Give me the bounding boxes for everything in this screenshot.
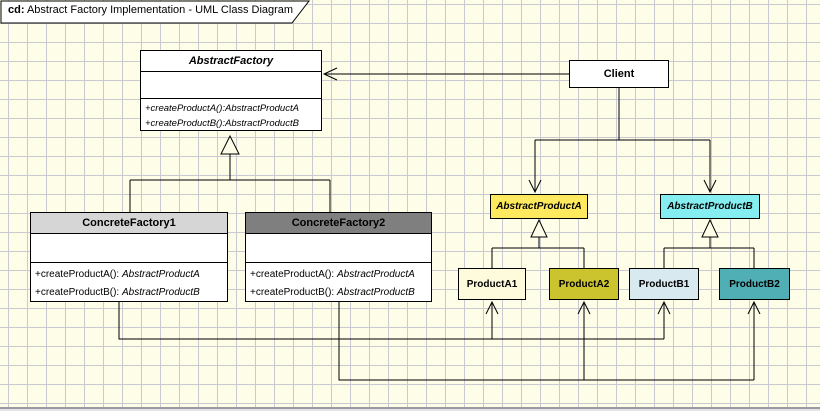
class-abstract-product-a[interactable]: AbstractProductA bbox=[490, 194, 588, 219]
frame-label: cd: Abstract Factory Implementation - UM… bbox=[8, 4, 304, 16]
frame-tab bbox=[0, 0, 311, 24]
attributes-compartment bbox=[31, 233, 227, 262]
diagram-bottom-edge bbox=[0, 407, 820, 411]
frame-title: Abstract Factory Implementation - UML Cl… bbox=[24, 4, 294, 16]
method-create-product-a: +createProductA(): AbstractProductA bbox=[35, 269, 200, 280]
class-title: ProductA1 bbox=[466, 278, 518, 290]
class-title: ProductB1 bbox=[638, 278, 690, 290]
class-abstract-factory[interactable]: AbstractFactory +createProductA():Abstra… bbox=[140, 50, 322, 131]
methods-compartment: +createProductA():AbstractProductA +crea… bbox=[141, 98, 321, 130]
class-title: AbstractProductA bbox=[496, 201, 582, 212]
generalization-products-a[interactable] bbox=[491, 218, 585, 268]
class-title: Client bbox=[603, 68, 635, 80]
class-product-a1[interactable]: ProductA1 bbox=[458, 268, 526, 300]
methods-compartment: +createProductA(): AbstractProductA +cre… bbox=[31, 262, 227, 301]
method-create-product-a: +createProductA(): AbstractProductA bbox=[250, 269, 415, 280]
method-create-product-b: +createProductB(): AbstractProductB bbox=[35, 287, 200, 298]
class-title: ConcreteFactory2 bbox=[246, 213, 431, 233]
class-title: ProductA2 bbox=[558, 278, 610, 290]
attributes-compartment bbox=[246, 233, 431, 262]
dependency-factory1-products[interactable] bbox=[118, 300, 671, 340]
method-create-product-b: +createProductB():AbstractProductB bbox=[145, 118, 299, 129]
class-concrete-factory2[interactable]: ConcreteFactory2 +createProductA(): Abst… bbox=[245, 212, 432, 302]
class-title: AbstractProductB bbox=[667, 201, 753, 212]
association-client-abstractfactory[interactable] bbox=[322, 67, 569, 81]
generalization-products-b[interactable] bbox=[663, 218, 755, 268]
class-title: ProductB2 bbox=[729, 278, 780, 290]
frame-keyword: cd: bbox=[8, 4, 25, 16]
class-product-b1[interactable]: ProductB1 bbox=[629, 268, 699, 300]
class-abstract-product-b[interactable]: AbstractProductB bbox=[660, 194, 760, 219]
class-product-b2[interactable]: ProductB2 bbox=[719, 268, 790, 300]
class-client[interactable]: Client bbox=[569, 60, 669, 88]
dependency-factory2-products[interactable] bbox=[338, 300, 761, 381]
association-client-abstractproducts[interactable] bbox=[528, 88, 717, 194]
method-create-product-b: +createProductB(): AbstractProductB bbox=[250, 287, 415, 298]
methods-compartment: +createProductA(): AbstractProductA +cre… bbox=[246, 262, 431, 301]
class-concrete-factory1[interactable]: ConcreteFactory1 +createProductA(): Abst… bbox=[30, 212, 228, 302]
attributes-compartment bbox=[141, 71, 321, 98]
generalization-factories[interactable] bbox=[129, 134, 331, 212]
class-title: AbstractFactory bbox=[188, 55, 274, 67]
class-product-a2[interactable]: ProductA2 bbox=[549, 268, 619, 300]
class-title: ConcreteFactory1 bbox=[31, 213, 227, 233]
method-create-product-a: +createProductA():AbstractProductA bbox=[145, 103, 299, 114]
